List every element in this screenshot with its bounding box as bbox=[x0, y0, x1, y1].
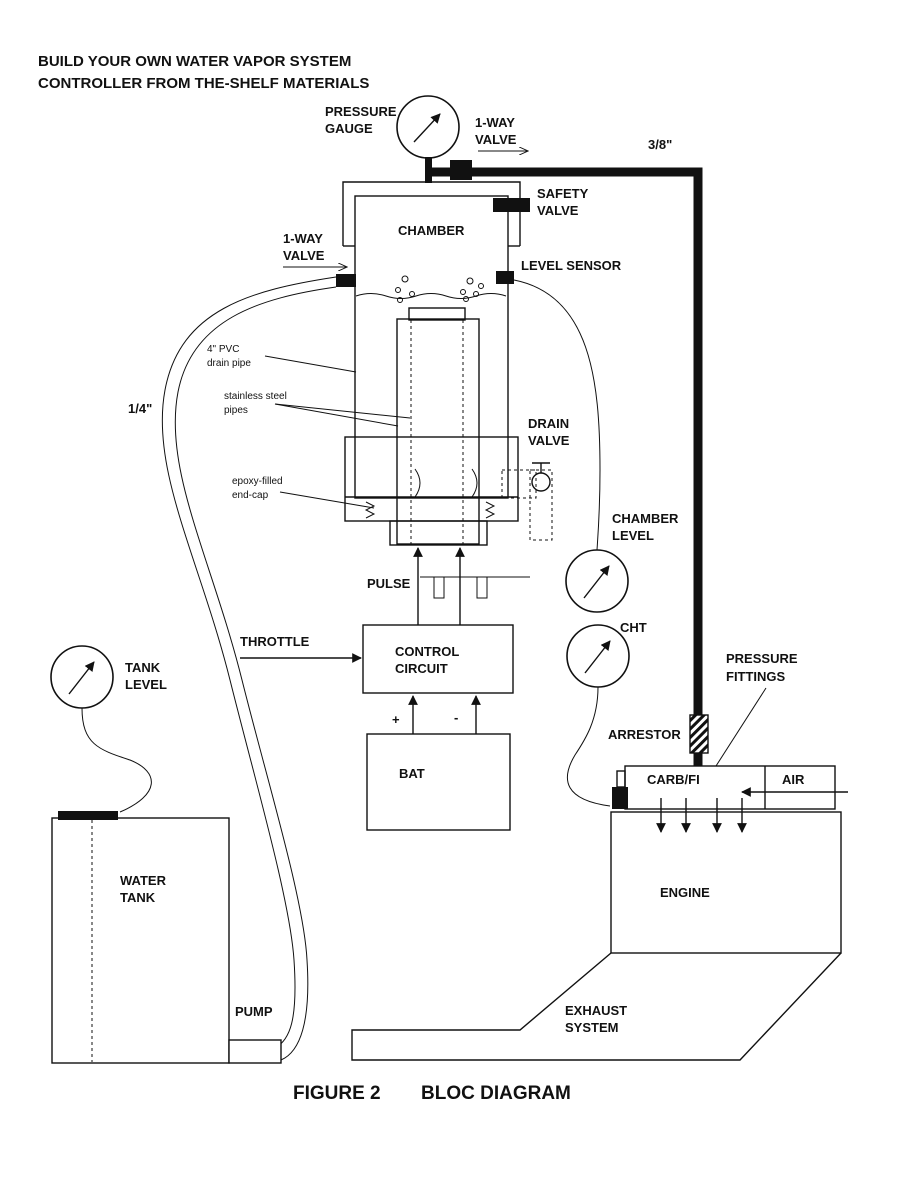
tank-level-label-1: TANK bbox=[125, 660, 161, 675]
control-label-1: CONTROL bbox=[395, 644, 459, 659]
left-valve-label-1: 1-WAY bbox=[283, 231, 323, 246]
pressure-gauge-label-1: PRESSURE bbox=[325, 104, 397, 119]
pump bbox=[228, 1039, 282, 1064]
pressure-fittings-label-1: PRESSURE bbox=[726, 651, 798, 666]
water-supply-hose bbox=[161, 276, 337, 1061]
steel-leader-2 bbox=[274, 403, 411, 419]
pump-label: PUMP bbox=[235, 1004, 273, 1019]
steel-label-2: pipes bbox=[224, 405, 248, 416]
engine-label: ENGINE bbox=[660, 885, 710, 900]
chamber-level-gauge bbox=[565, 549, 629, 613]
left-valve-label-2: VALVE bbox=[283, 248, 325, 263]
steel-leader-1 bbox=[274, 403, 399, 427]
air-label: AIR bbox=[782, 772, 805, 787]
water-tank-label-1: WATER bbox=[120, 873, 167, 888]
throttle-label: THROTTLE bbox=[240, 634, 310, 649]
chamber-level-label-2: LEVEL bbox=[612, 528, 654, 543]
title-line-2: CONTROLLER FROM THE-SHELF MATERIALS bbox=[38, 75, 369, 92]
pressure-gauge-label-2: GAUGE bbox=[325, 121, 373, 136]
exhaust-system bbox=[351, 952, 842, 1061]
water-tank-label-2: TANK bbox=[120, 890, 156, 905]
tank-level-label-2: LEVEL bbox=[125, 677, 167, 692]
intake-arrows bbox=[656, 798, 747, 833]
pressure-fittings-label-2: FITTINGS bbox=[726, 669, 786, 684]
engine bbox=[610, 811, 842, 954]
top-valve-label-2: VALVE bbox=[475, 132, 517, 147]
flame-arrestor bbox=[689, 714, 709, 754]
safety-valve-label-2: VALVE bbox=[537, 203, 579, 218]
pulse-signal bbox=[413, 547, 530, 625]
safety-valve-label-1: SAFETY bbox=[537, 186, 589, 201]
plus-sign: + bbox=[392, 712, 400, 727]
endcap-label-2: end-cap bbox=[232, 490, 269, 501]
cht-sensor-wire bbox=[566, 686, 611, 807]
level-sensor-wire bbox=[513, 279, 601, 551]
top-valve-label-1: 1-WAY bbox=[475, 115, 515, 130]
bat-label: BAT bbox=[399, 766, 425, 781]
figure-name: BLOC DIAGRAM bbox=[421, 1083, 571, 1104]
battery bbox=[366, 733, 511, 831]
tank-level-wire bbox=[81, 707, 152, 813]
drain-valve bbox=[501, 462, 553, 541]
carb-label: CARB/FI bbox=[647, 772, 700, 787]
pipe-size-small: 1/4" bbox=[128, 401, 152, 416]
drain-valve-label-1: DRAIN bbox=[528, 416, 569, 431]
safety-valve bbox=[493, 198, 530, 212]
pressure-gauge bbox=[396, 95, 460, 183]
pvc-label-2: drain pipe bbox=[207, 358, 251, 369]
tank-level-gauge bbox=[50, 645, 114, 709]
pressure-line bbox=[432, 167, 703, 718]
steel-label-1: stainless steel bbox=[224, 391, 287, 402]
pressure-fittings-leader bbox=[715, 687, 767, 767]
arrestor-label: ARRESTOR bbox=[608, 727, 681, 742]
carburetor bbox=[612, 765, 836, 810]
chamber-level-label-1: CHAMBER bbox=[612, 511, 679, 526]
figure-number: FIGURE 2 bbox=[293, 1083, 381, 1104]
pulse-label: PULSE bbox=[367, 576, 411, 591]
endcap-leader bbox=[279, 491, 375, 509]
title-line-1: BUILD YOUR OWN WATER VAPOR SYSTEM bbox=[38, 53, 351, 70]
chamber bbox=[342, 181, 521, 546]
pvc-label-1: 4" PVC bbox=[207, 344, 239, 355]
cht-label: CHT bbox=[620, 620, 647, 635]
drain-valve-label-2: VALVE bbox=[528, 433, 570, 448]
pipe-size-large: 3/8" bbox=[648, 137, 672, 152]
water-tank bbox=[51, 811, 230, 1064]
endcap-label-1: epoxy-filled bbox=[232, 476, 283, 487]
pvc-leader bbox=[264, 355, 357, 373]
level-sensor bbox=[496, 271, 514, 284]
chamber-label: CHAMBER bbox=[398, 223, 465, 238]
level-sensor-label: LEVEL SENSOR bbox=[521, 258, 622, 273]
exhaust-label-2: SYSTEM bbox=[565, 1020, 618, 1035]
exhaust-label-1: EXHAUST bbox=[565, 1003, 627, 1018]
left-one-way-valve bbox=[336, 274, 356, 287]
control-label-2: CIRCUIT bbox=[395, 661, 448, 676]
control-circuit bbox=[362, 624, 514, 694]
minus-sign: - bbox=[454, 710, 458, 725]
